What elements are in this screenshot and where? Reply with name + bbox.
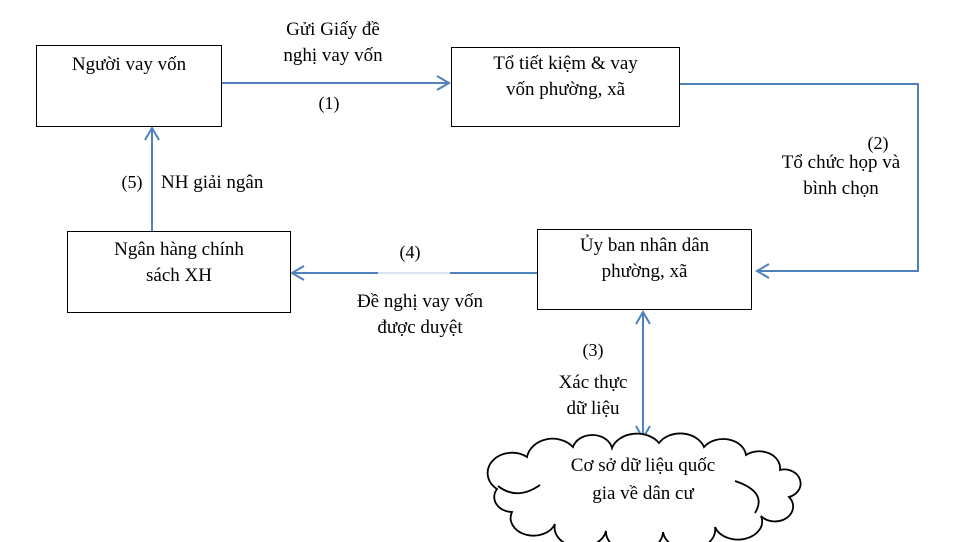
edge-step2-line1: Tổ chức họp và <box>781 152 901 173</box>
arrow-step1-head-icon <box>436 75 451 91</box>
box-peoples-committee-line1: Ủy ban nhân dân <box>579 235 710 256</box>
edge-step1-number: (1) <box>318 93 340 113</box>
edge-step5-label: NH giải ngân <box>161 172 264 193</box>
box-borrower-label: Người vay vốn <box>71 54 187 75</box>
cloud-curl-right-icon <box>734 480 760 514</box>
edge-step3-number: (3) <box>582 340 604 360</box>
edge-step2-number: (2) <box>867 133 889 153</box>
box-savings-group-line2: vốn phường, xã <box>505 79 626 100</box>
cloud-shape <box>486 432 802 542</box>
box-policy-bank-line1: Ngân hàng chính <box>114 239 244 260</box>
edge-step5-number: (5) <box>121 172 143 192</box>
edge-step4-label: Đề nghị vay vốn được duyệt <box>357 289 483 341</box>
arrow-step4-head-icon <box>290 265 305 281</box>
box-borrower: Người vay vốn <box>36 45 222 127</box>
box-peoples-committee-line2: phường, xã <box>601 261 688 282</box>
arrow-step2-head-icon <box>755 263 770 279</box>
edge-step4-line1: Đề nghị vay vốn <box>356 291 484 312</box>
edge-step4-number: (4) <box>399 242 421 262</box>
cloud-label-line1: Cơ sở dữ liệu quốc <box>570 455 716 476</box>
arrow-step3-head-up-icon <box>635 310 651 325</box>
arrow-step2-line <box>680 83 919 272</box>
edge-step3-line2: dữ liệu <box>566 398 620 419</box>
box-policy-bank: Ngân hàng chính sách XH <box>67 231 291 313</box>
box-policy-bank-line2: sách XH <box>146 265 212 286</box>
edge-step2-line2: bình chọn <box>803 178 879 199</box>
box-savings-group: Tổ tiết kiệm & vay vốn phường, xã <box>451 47 680 127</box>
edge-step2-label: Tổ chức họp và bình chọn <box>782 150 900 202</box>
edge-step1-line1: Gửi Giấy đề <box>286 19 380 40</box>
edge-step1-line2: nghị vay vốn <box>283 45 383 66</box>
edge-step3-label: Xác thực dữ liệu <box>559 370 628 422</box>
edge-step4-line2: được duyệt <box>377 317 463 338</box>
box-peoples-committee: Ủy ban nhân dân phường, xã <box>537 229 752 310</box>
box-savings-group-line1: Tổ tiết kiệm & vay <box>493 53 638 74</box>
cloud-label: Cơ sở dữ liệu quốc gia về dân cư <box>571 452 715 508</box>
edge-step1-label: Gửi Giấy đề nghị vay vốn <box>283 17 382 69</box>
arrow-step5-head-icon <box>144 126 160 141</box>
cloud-curl-left-icon <box>497 484 541 495</box>
cloud-label-line2: gia về dân cư <box>592 483 694 504</box>
edge-step3-line1: Xác thực <box>558 372 628 393</box>
